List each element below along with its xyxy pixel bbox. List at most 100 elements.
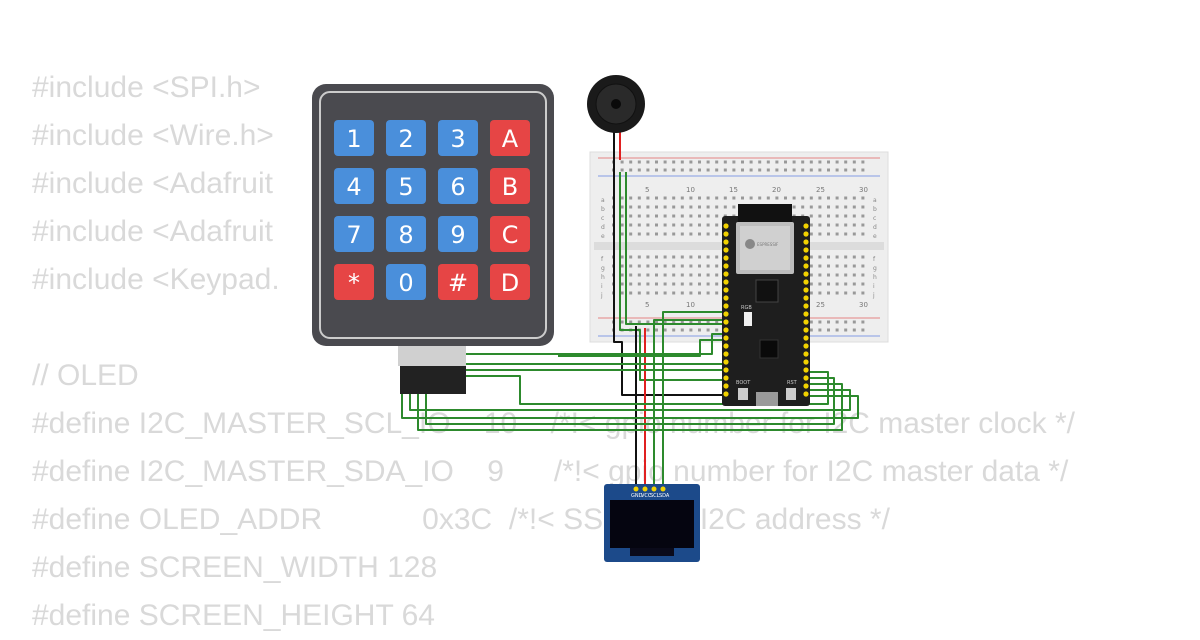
keypad-key-label: * xyxy=(348,269,360,297)
keypad-key-label: 7 xyxy=(346,221,361,249)
row-letter: h xyxy=(601,274,605,281)
row-letter: d xyxy=(873,224,877,231)
row-letter: f xyxy=(873,256,876,263)
oled-pin-label: VCC xyxy=(641,493,652,499)
rgb-label: RGB xyxy=(741,305,752,311)
keypad-key[interactable]: 1 xyxy=(334,120,374,156)
keypad-key-label: 0 xyxy=(398,269,413,297)
mcu-brand: ESPRESSIF xyxy=(757,242,779,247)
row-letter: f xyxy=(601,256,604,263)
keypad[interactable]: 1 2 3 A 4 5 6 B 7 8 9 C * 0 # D xyxy=(312,84,554,394)
keypad-key[interactable]: A xyxy=(490,120,530,156)
keypad-key[interactable]: C xyxy=(490,216,530,252)
row-letter: a xyxy=(601,197,605,204)
oled-pin-label: GND xyxy=(631,493,643,499)
wire-oled-scl xyxy=(653,319,726,488)
wire-keypad-4 xyxy=(425,377,835,425)
code-line: // OLED xyxy=(32,359,139,392)
wires xyxy=(401,160,859,488)
row-letter: g xyxy=(873,265,877,272)
code-line: #include <Adafruit xyxy=(32,167,273,200)
esp32-board[interactable]: ESPRESSIF RGB BOOT RST xyxy=(722,204,810,406)
keypad-keys: 1 2 3 A 4 5 6 B 7 8 9 C * 0 # D xyxy=(334,120,530,300)
keypad-key-label: 4 xyxy=(346,173,361,201)
column-number: 15 xyxy=(729,186,738,194)
code-line: #include <SPI.h> xyxy=(32,71,261,104)
code-line: #define I2C_MASTER_SCL_IO 10 /*!< gpio n… xyxy=(32,407,1075,440)
keypad-key-label: A xyxy=(502,125,519,153)
keypad-key[interactable]: 6 xyxy=(438,168,478,204)
keypad-key-label: 3 xyxy=(450,125,465,153)
keypad-key-label: D xyxy=(501,269,519,297)
keypad-key-label: 1 xyxy=(346,125,361,153)
keypad-key[interactable]: B xyxy=(490,168,530,204)
column-number: 10 xyxy=(686,301,695,309)
row-letter: e xyxy=(873,233,877,240)
wire-buzzer-gnd xyxy=(613,160,724,396)
row-letter: d xyxy=(601,224,605,231)
keypad-key[interactable]: 5 xyxy=(386,168,426,204)
row-letter: c xyxy=(601,215,604,222)
espressif-logo-icon xyxy=(745,239,755,249)
oled-display[interactable]: GND VCC SCL SDA xyxy=(604,484,700,562)
keypad-key[interactable]: D xyxy=(490,264,530,300)
keypad-key[interactable]: 9 xyxy=(438,216,478,252)
rst-label: RST xyxy=(787,380,798,386)
code-line: #include <Adafruit xyxy=(32,215,273,248)
row-letter: c xyxy=(873,215,876,222)
wire-buzzer-signal xyxy=(619,172,724,381)
oled-pin-label: SCL xyxy=(650,493,660,499)
breadboard-row-letters: a b c d e f g h i j a b c d e f g h i j xyxy=(600,197,877,299)
code-line: #define I2C_MASTER_SDA_IO 9 /*!< gpio nu… xyxy=(32,455,1069,488)
column-number: 30 xyxy=(859,301,868,309)
column-number: 20 xyxy=(772,186,781,194)
buzzer[interactable] xyxy=(587,75,645,160)
keypad-header-pins xyxy=(400,366,466,394)
mcu-pins xyxy=(723,223,809,397)
column-number: 5 xyxy=(645,301,649,309)
keypad-key-label: 9 xyxy=(450,221,465,249)
row-letter: b xyxy=(873,206,877,213)
keypad-key[interactable]: 7 xyxy=(334,216,374,252)
wire-keypad-2 xyxy=(409,388,851,411)
keypad-key-label: 8 xyxy=(398,221,413,249)
code-line: #include <Wire.h> xyxy=(32,119,274,152)
keypad-key[interactable]: # xyxy=(438,264,478,300)
column-number: 5 xyxy=(645,186,649,194)
breadboard-column-numbers: 5 10 15 20 25 30 5 10 25 30 xyxy=(645,186,868,309)
wire-buzzer-aux xyxy=(625,172,726,325)
boot-button[interactable] xyxy=(738,388,748,400)
code-line: #define SCREEN_WIDTH 128 xyxy=(32,551,438,584)
wire-keypad-3 xyxy=(417,383,843,431)
column-number: 30 xyxy=(859,186,868,194)
keypad-key[interactable]: 2 xyxy=(386,120,426,156)
keypad-key-label: # xyxy=(448,269,468,297)
rgb-led xyxy=(744,312,752,326)
keypad-key[interactable]: * xyxy=(334,264,374,300)
keypad-key-label: B xyxy=(502,173,518,201)
row-letter: g xyxy=(601,265,605,272)
keypad-key[interactable]: 8 xyxy=(386,216,426,252)
wire-mcu-top xyxy=(558,339,726,357)
oled-pin-label: SDA xyxy=(659,493,670,499)
keypad-key-label: 6 xyxy=(450,173,465,201)
wire-keypad-5 xyxy=(434,371,829,405)
wire-keypad-8 xyxy=(458,333,726,355)
keypad-key[interactable]: 3 xyxy=(438,120,478,156)
row-letter: b xyxy=(601,206,605,213)
row-letter: i xyxy=(601,283,603,290)
keypad-key-label: 2 xyxy=(398,125,413,153)
keypad-key[interactable]: 4 xyxy=(334,168,374,204)
code-line: #include <Keypad. xyxy=(32,263,280,296)
keypad-key-label: 5 xyxy=(398,173,413,201)
reset-button[interactable] xyxy=(786,388,796,400)
keypad-key-label: C xyxy=(502,221,519,249)
column-number: 25 xyxy=(816,186,825,194)
row-letter: e xyxy=(601,233,605,240)
row-letter: i xyxy=(873,283,875,290)
code-line: #define SCREEN_HEIGHT 64 xyxy=(32,599,435,632)
row-letter: a xyxy=(873,197,877,204)
boot-label: BOOT xyxy=(736,380,751,386)
keypad-key[interactable]: 0 xyxy=(386,264,426,300)
